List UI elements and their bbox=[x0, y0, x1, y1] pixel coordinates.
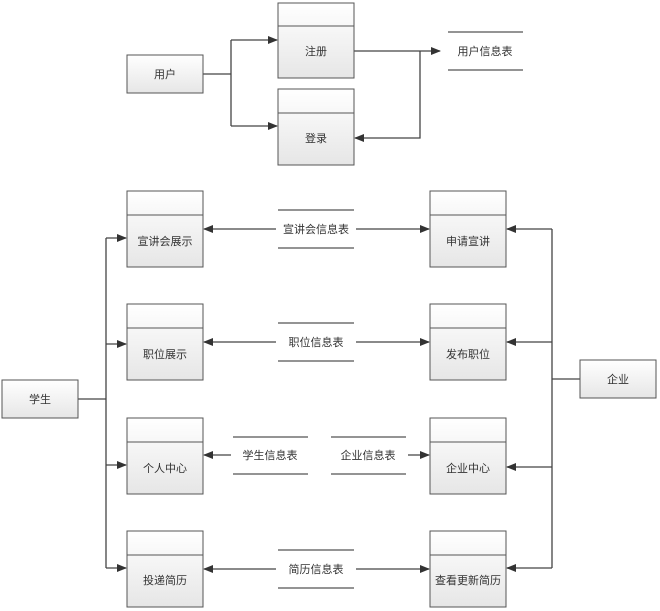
entity-student[interactable]: 学生 bbox=[1, 379, 79, 419]
store-label: 简历信息表 bbox=[289, 562, 344, 576]
store-label: 宣讲会信息表 bbox=[283, 222, 349, 236]
process-publish-job[interactable]: 发布职位 bbox=[429, 303, 507, 381]
store-label: 企业信息表 bbox=[341, 448, 396, 462]
entity-label: 用户 bbox=[154, 67, 176, 81]
entity-enterprise[interactable]: 企业 bbox=[579, 359, 657, 399]
entity-label: 企业 bbox=[607, 372, 629, 386]
process-label: 个人中心 bbox=[143, 462, 187, 475]
process-submit-resume[interactable]: 投递简历 bbox=[126, 530, 204, 608]
process-personal-center[interactable]: 个人中心 bbox=[126, 417, 204, 495]
process-login[interactable]: 登录 bbox=[277, 88, 355, 166]
process-enterprise-center[interactable]: 企业中心 bbox=[429, 417, 507, 495]
process-view-update-resume[interactable]: 查看更新简历 bbox=[429, 530, 507, 608]
process-talk-display[interactable]: 宣讲会展示 bbox=[126, 190, 204, 268]
store-label: 用户信息表 bbox=[458, 44, 513, 58]
process-register[interactable]: 注册 bbox=[277, 2, 355, 79]
store-talk-info[interactable]: 宣讲会信息表 bbox=[278, 209, 354, 249]
process-job-display[interactable]: 职位展示 bbox=[126, 303, 204, 381]
process-label: 企业中心 bbox=[446, 461, 490, 475]
store-student-info[interactable]: 学生信息表 bbox=[233, 436, 308, 475]
process-label: 登录 bbox=[305, 131, 327, 145]
process-apply-talk[interactable]: 申请宣讲 bbox=[429, 190, 507, 268]
store-resume-info[interactable]: 简历信息表 bbox=[278, 549, 354, 589]
process-label: 职位展示 bbox=[143, 347, 187, 361]
process-label: 发布职位 bbox=[446, 347, 490, 361]
process-label: 申请宣讲 bbox=[446, 234, 490, 248]
process-label: 投递简历 bbox=[143, 573, 187, 587]
flow-lines bbox=[78, 36, 580, 573]
process-label: 查看更新简历 bbox=[435, 573, 501, 587]
store-user-info[interactable]: 用户信息表 bbox=[448, 31, 523, 71]
process-label: 宣讲会展示 bbox=[138, 234, 193, 248]
store-label: 职位信息表 bbox=[289, 335, 344, 349]
store-enterprise-info[interactable]: 企业信息表 bbox=[331, 436, 406, 475]
store-label: 学生信息表 bbox=[243, 448, 298, 462]
process-label: 注册 bbox=[305, 44, 327, 58]
store-job-info[interactable]: 职位信息表 bbox=[278, 322, 354, 362]
entity-user[interactable]: 用户 bbox=[126, 54, 204, 94]
entity-label: 学生 bbox=[29, 392, 51, 406]
